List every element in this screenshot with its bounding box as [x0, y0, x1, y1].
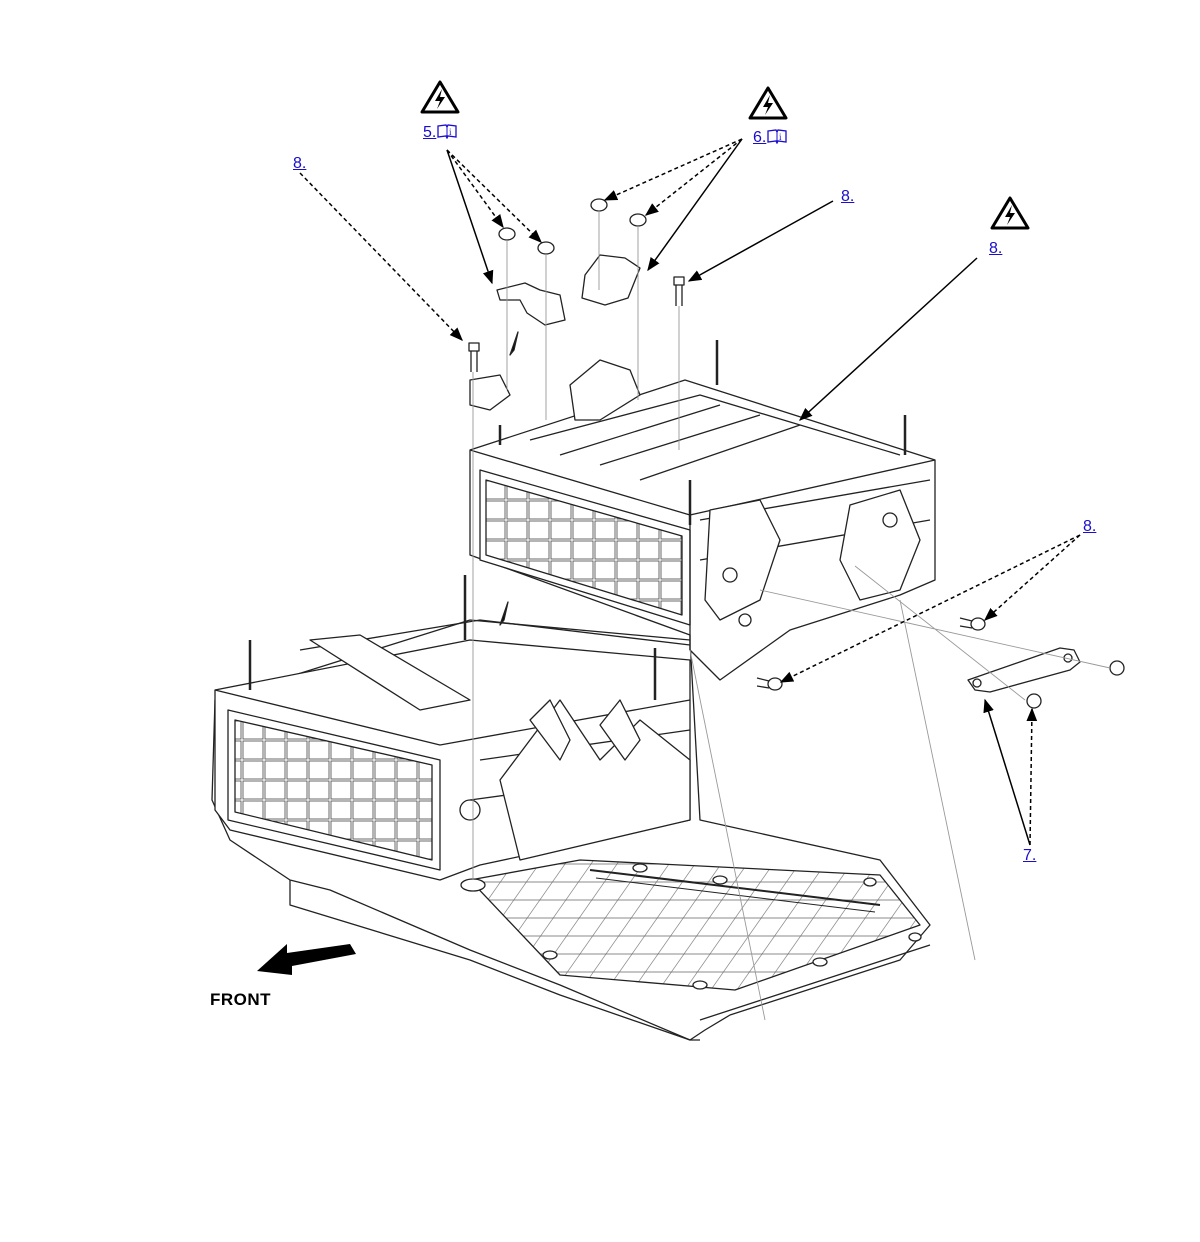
callout-8-side-link[interactable]: 8.: [1083, 518, 1097, 535]
bolt-upper-left-icon: [468, 342, 480, 372]
callout-8-upper-left-link[interactable]: 8.: [293, 155, 307, 172]
high-voltage-warning-icon: [990, 196, 1030, 230]
bolt-side-right-icon: [959, 617, 986, 631]
svg-text:i: i: [779, 132, 782, 142]
callout-6-link[interactable]: 6. i: [753, 129, 787, 147]
high-voltage-warning-icon: [420, 80, 460, 114]
front-direction-label: FRONT: [210, 990, 272, 1009]
upper-battery-module: [469, 340, 936, 681]
loose-parts: [468, 198, 1125, 1021]
callout-5-link[interactable]: 5. i: [423, 124, 457, 142]
service-manual-book-icon: i: [767, 129, 787, 144]
lower-battery-module: [214, 575, 691, 881]
callout-6-number: 6.: [753, 129, 767, 146]
leader-lines: [299, 138, 1081, 846]
front-direction-arrow-icon: [257, 944, 356, 975]
high-voltage-warning-icon: [748, 86, 788, 120]
bolt-upper-right-icon: [673, 276, 685, 306]
bolt-side-left-icon: [756, 677, 783, 691]
callout-8-upper-right-link[interactable]: 8.: [841, 188, 855, 205]
callout-8-battery-link[interactable]: 8.: [989, 240, 1003, 257]
callout-7-link[interactable]: 7.: [1023, 847, 1037, 864]
svg-text:i: i: [449, 127, 452, 137]
callout-5-number: 5.: [423, 124, 437, 141]
service-manual-book-icon: i: [437, 124, 457, 139]
